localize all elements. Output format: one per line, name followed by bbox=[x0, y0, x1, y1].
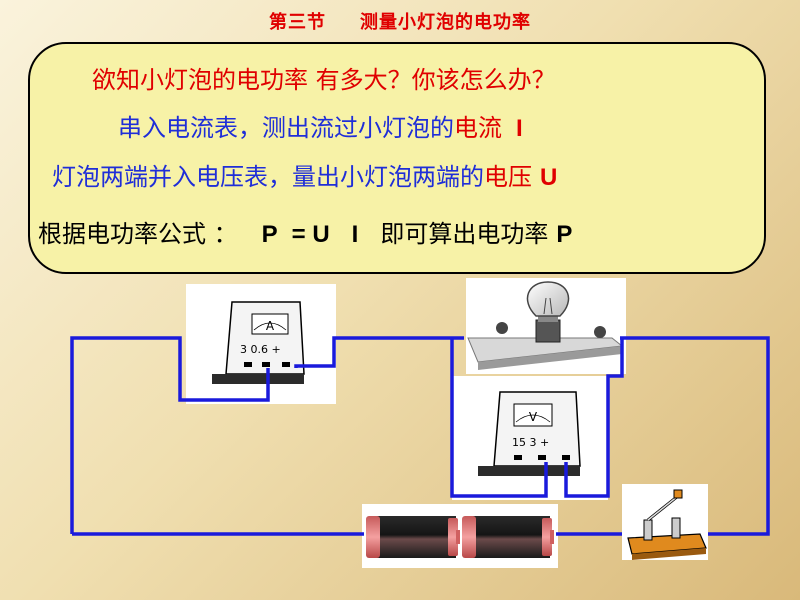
current-text: 串入电流表，测出流过小灯泡的 bbox=[118, 114, 454, 142]
question-line: 欲知小灯泡的电功率 有多大？你该怎么办？ bbox=[92, 60, 556, 95]
formula-equals-u: = U bbox=[291, 221, 330, 248]
formula-conclusion: 即可算出电功率 bbox=[380, 220, 549, 248]
battery-left bbox=[366, 516, 460, 558]
battery-right bbox=[462, 516, 554, 558]
current-keyword: 电流 bbox=[454, 114, 502, 142]
wire-ammeter-to-bulb bbox=[294, 336, 464, 368]
formula-p: P bbox=[261, 221, 278, 248]
wire-voltmeter-right bbox=[564, 338, 624, 498]
formula-i: I bbox=[351, 221, 359, 248]
ammeter-scale-labels: 3 0.6 + bbox=[240, 343, 281, 356]
ammeter-dial-label: A bbox=[266, 319, 275, 333]
voltmeter-scale-labels: 15 3 + bbox=[512, 436, 549, 449]
formula-power-p: P bbox=[556, 221, 573, 248]
section-title: 测量小灯泡的电功率 bbox=[360, 12, 531, 33]
voltage-text: 灯泡两端并入电压表，量出小灯泡两端的 bbox=[52, 163, 484, 191]
voltage-symbol: U bbox=[540, 164, 558, 191]
ammeter: A 3 0.6 + bbox=[186, 284, 336, 404]
formula-line: 根据电功率公式 ： P = U I 即可算出电功率 P bbox=[38, 214, 572, 249]
slide-title: 第三节 测量小灯泡的电功率 bbox=[0, 8, 800, 34]
question-text: 欲知小灯泡的电功率 有多大？你该怎么办？ bbox=[92, 66, 556, 94]
knife-switch bbox=[622, 484, 708, 560]
current-symbol: I bbox=[516, 115, 523, 142]
current-line: 串入电流表，测出流过小灯泡的电流 I bbox=[118, 108, 523, 143]
battery-pack bbox=[362, 504, 558, 568]
voltage-line: 灯泡两端并入电压表，量出小灯泡两端的电压 U bbox=[52, 157, 557, 192]
voltage-keyword: 电压 bbox=[484, 163, 532, 191]
circuit-wires bbox=[70, 336, 770, 536]
wire-voltmeter-left bbox=[450, 338, 548, 498]
voltmeter: V 15 3 + bbox=[452, 376, 608, 500]
light-bulb bbox=[466, 278, 626, 374]
section-number: 第三节 bbox=[269, 12, 326, 33]
wire-left-to-ammeter bbox=[70, 336, 270, 534]
voltmeter-dial-label: V bbox=[529, 410, 538, 424]
wire-bulb-to-switch bbox=[620, 336, 770, 536]
formula-intro: 根据电功率公式 ： bbox=[38, 220, 238, 248]
question-box bbox=[28, 42, 766, 274]
